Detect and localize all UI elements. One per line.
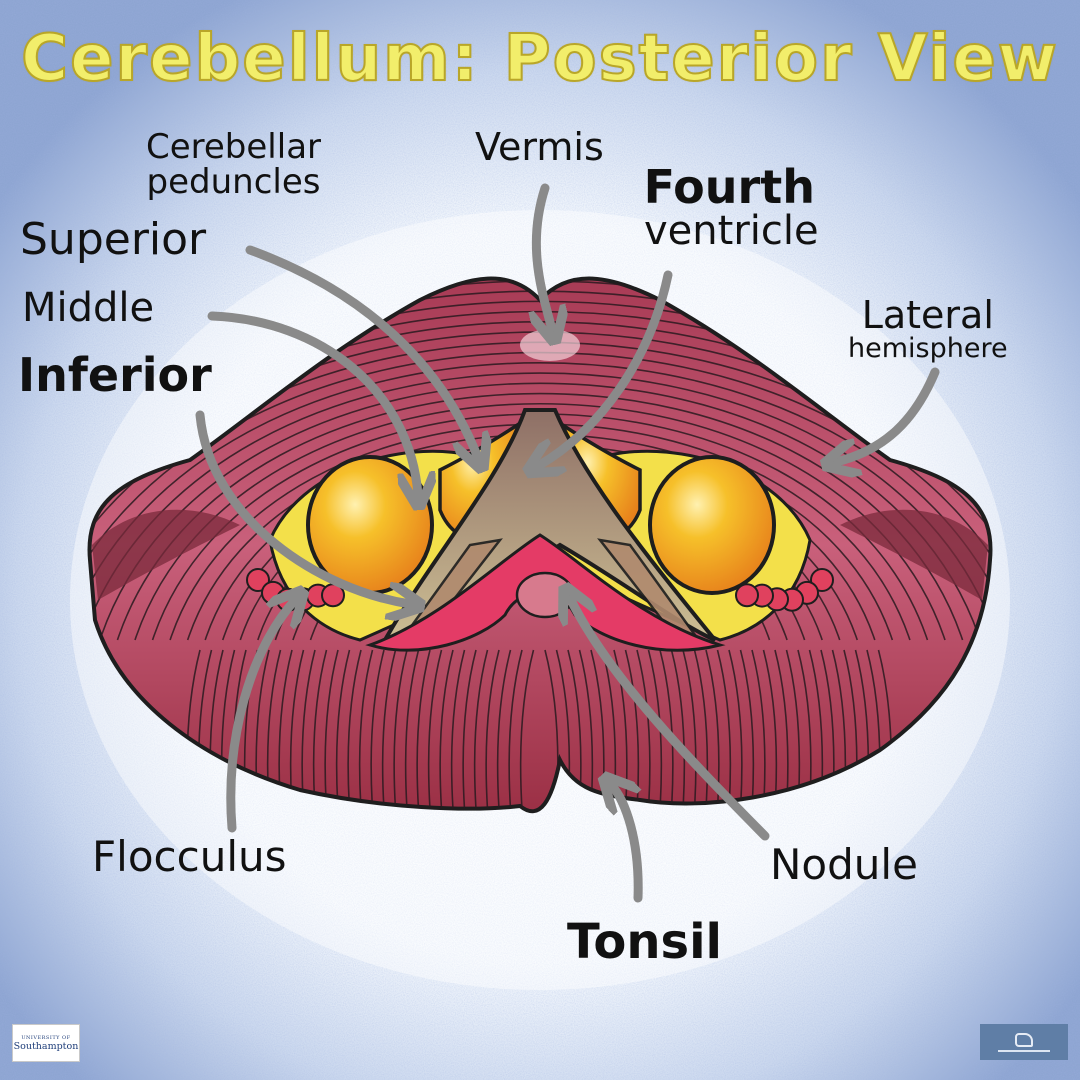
logo-left-small-text: UNIVERSITY OF (21, 1034, 71, 1041)
arrow-lateral-hemisphere (836, 367, 940, 462)
arrow-tonsil (612, 786, 643, 903)
arrow-nodule (570, 598, 770, 841)
partner-logo (980, 1024, 1068, 1060)
label-tonsil: Tonsil (567, 914, 722, 970)
label-middle: Middle (22, 285, 155, 331)
logo-left-big-text: Southampton (13, 1040, 79, 1052)
university-of-southampton-logo: UNIVERSITY OF Southampton (12, 1024, 80, 1062)
label-nodule: Nodule (770, 840, 918, 889)
label-ventricle-line: ventricle (644, 207, 819, 254)
label-inferior: Inferior (18, 348, 212, 402)
page-title: Cerebellum: Posterior View (20, 21, 1059, 97)
leader-arrows (195, 183, 940, 903)
nodule (515, 571, 575, 619)
arrow-superior (245, 245, 478, 458)
label-lateral-line: Lateral (861, 293, 994, 337)
label-peduncles-line: peduncles (146, 161, 321, 202)
label-cerebellar-line: Cerebellar (146, 127, 322, 167)
label-lateral-hemisphere: Lateral hemisphere (848, 296, 1008, 362)
arrow-middle (207, 311, 418, 495)
label-superior: Superior (20, 214, 207, 265)
partner-logo-wordmark (998, 1049, 1050, 1052)
arrow-inferior (195, 410, 410, 604)
flocculus-right (735, 568, 834, 612)
label-cerebellar-peduncles: Cerebellar peduncles (146, 130, 321, 199)
label-vermis: Vermis (475, 125, 604, 169)
middle-peduncle-right (648, 455, 776, 595)
label-hemisphere-line: hemisphere (848, 332, 1008, 364)
label-fourth-ventricle: Fourth ventricle (640, 164, 819, 252)
arrow-fourth-ventricle (538, 270, 673, 466)
partner-logo-icon (1015, 1032, 1033, 1047)
arrow-vermis (536, 183, 552, 330)
label-flocculus: Flocculus (92, 832, 287, 881)
label-fourth-line: Fourth (643, 160, 815, 214)
arrow-flocculus (226, 600, 295, 833)
